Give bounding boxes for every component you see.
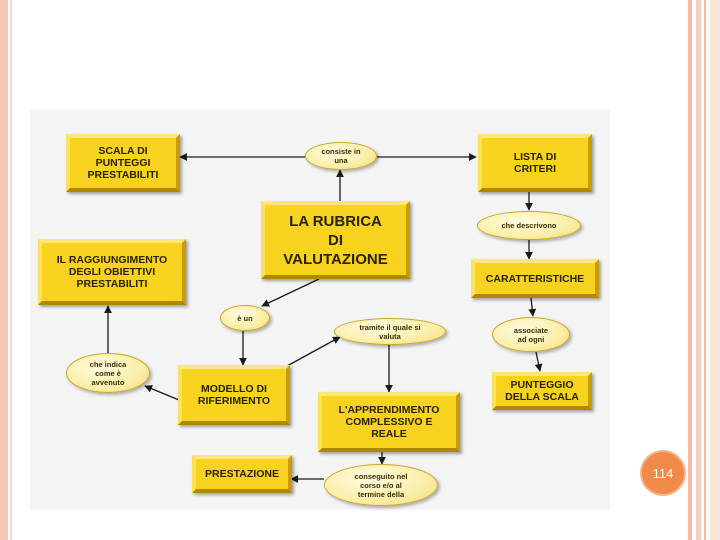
concept-modello-di-riferimento: MODELLO DI RIFERIMENTO bbox=[178, 365, 290, 425]
link-label-consiste-in-una: consiste in una bbox=[305, 142, 377, 170]
link-label-associate-ad-ogni: associate ad ogni bbox=[492, 317, 570, 352]
concept-prestazione: PRESTAZIONE bbox=[192, 455, 292, 493]
concept-raggiungimento-obiettivi: IL RAGGIUNGIMENTO DEGLI OBIETTIVI PRESTA… bbox=[38, 239, 186, 305]
link-modello-tramite bbox=[286, 336, 341, 367]
slide-frame-left-line bbox=[10, 0, 12, 540]
concept-scala-di-punteggi: SCALA DI PUNTEGGI PRESTABILITI bbox=[66, 134, 180, 192]
link-caratteristiche-associate bbox=[528, 297, 537, 317]
link-label-conseguito-nel-corso: conseguito nel corso e/o al termine dell… bbox=[324, 464, 438, 506]
concept-punteggio-della-scala: PUNTEGGIO DELLA SCALA bbox=[492, 372, 592, 410]
link-label-che-indica: che indica come è avvenuto bbox=[66, 353, 150, 393]
link-label-che-descrivono: che descrivono bbox=[477, 211, 581, 240]
slide-frame-left bbox=[0, 0, 8, 540]
concept-caratteristiche: CARATTERISTICHE bbox=[471, 259, 599, 298]
link-associate-punteggio bbox=[534, 351, 543, 372]
concept-rubrica-di-valutazione: LA RUBRICA DI VALUTAZIONE bbox=[261, 201, 410, 279]
link-label-tramite-il-quale: tramite il quale si valuta bbox=[334, 318, 446, 345]
page-number-badge: 114 bbox=[640, 450, 686, 496]
link-label-e-un: è un bbox=[220, 305, 270, 331]
link-central-eun bbox=[261, 278, 320, 307]
concept-apprendimento-complessivo: L'APPRENDIMENTO COMPLESSIVO E REALE bbox=[318, 392, 460, 452]
slide-frame-right bbox=[688, 0, 720, 540]
link-modello-indica bbox=[144, 385, 180, 401]
concept-lista-di-criteri: LISTA DI CRITERI bbox=[478, 134, 592, 192]
